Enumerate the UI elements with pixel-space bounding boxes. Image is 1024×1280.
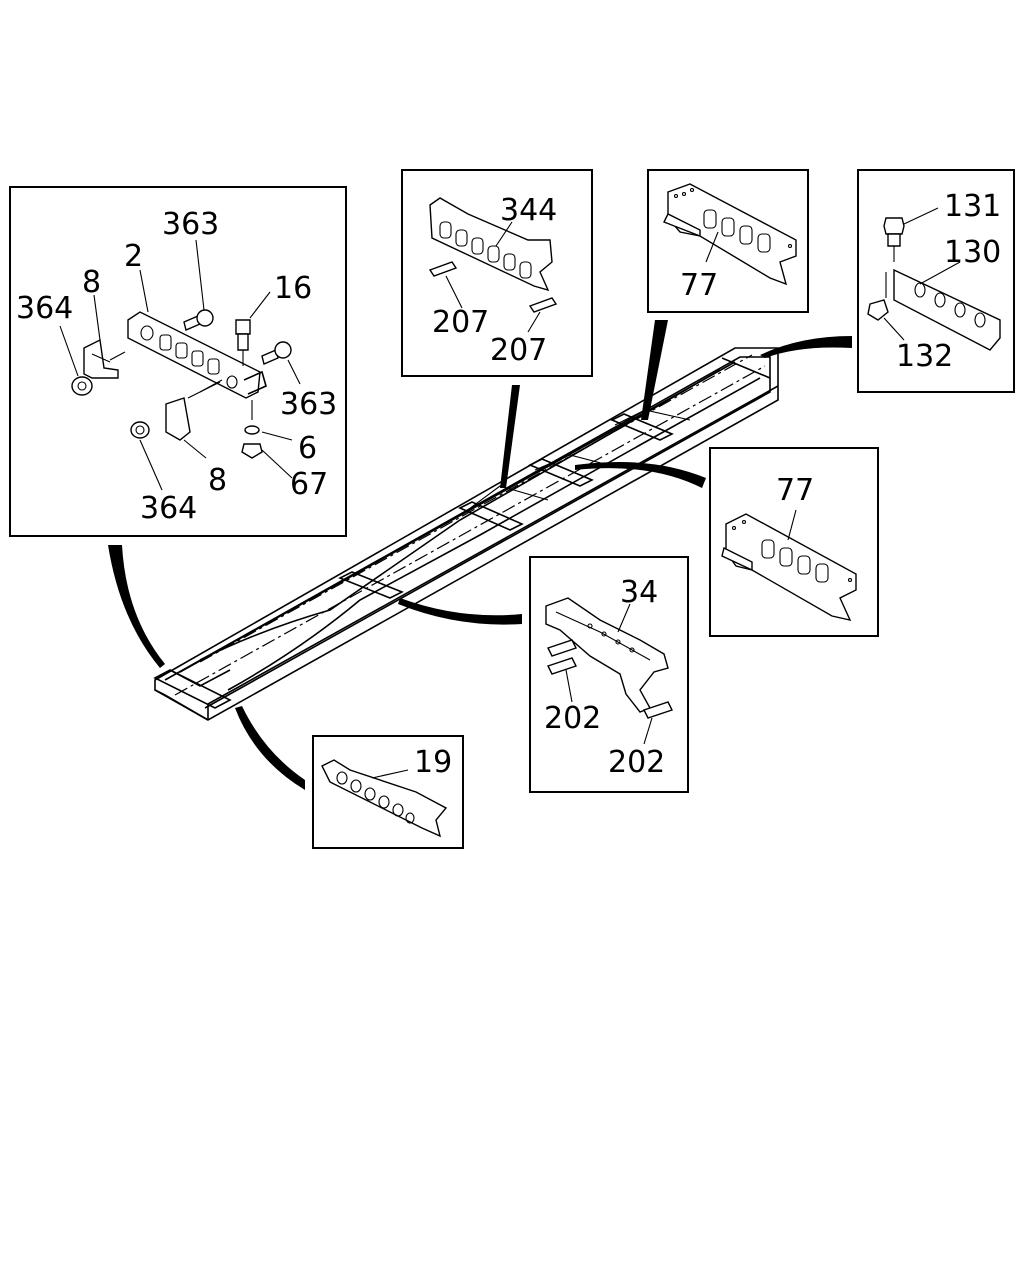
inset-box-77-right: 77 bbox=[709, 447, 879, 637]
inset-box-77-top: 77 bbox=[647, 169, 809, 313]
label-202-left: 202 bbox=[544, 701, 601, 736]
label-8-top: 8 bbox=[82, 265, 101, 300]
label-132: 132 bbox=[896, 339, 953, 374]
label-363-right: 363 bbox=[280, 387, 337, 422]
label-77-right: 77 bbox=[776, 473, 814, 508]
inset-box-19: 19 bbox=[312, 735, 464, 849]
label-202-right: 202 bbox=[608, 745, 665, 780]
inset-box-130: 131 130 132 bbox=[857, 169, 1015, 393]
chassis-frame bbox=[153, 347, 779, 721]
label-344: 344 bbox=[500, 193, 557, 228]
label-207-right: 207 bbox=[490, 333, 547, 368]
label-19: 19 bbox=[414, 745, 452, 780]
inset-box-bracket: 363 2 16 8 364 363 6 67 8 364 bbox=[9, 186, 347, 537]
label-8-bottom: 8 bbox=[208, 463, 227, 498]
label-364-bottom: 364 bbox=[140, 491, 197, 526]
inset-box-344: 344 207 207 bbox=[401, 169, 593, 377]
label-16: 16 bbox=[274, 271, 312, 306]
label-6: 6 bbox=[298, 431, 317, 466]
label-34: 34 bbox=[620, 575, 658, 610]
label-364-top: 364 bbox=[16, 291, 73, 326]
label-2: 2 bbox=[124, 239, 143, 274]
label-67: 67 bbox=[290, 467, 328, 502]
label-130: 130 bbox=[944, 235, 1001, 270]
label-131: 131 bbox=[944, 189, 1001, 224]
label-77-top: 77 bbox=[680, 268, 718, 303]
label-363-top: 363 bbox=[162, 207, 219, 242]
inset-box-34: 34 202 202 bbox=[529, 556, 689, 793]
label-207-left: 207 bbox=[432, 305, 489, 340]
leader-swooshes bbox=[108, 320, 852, 790]
